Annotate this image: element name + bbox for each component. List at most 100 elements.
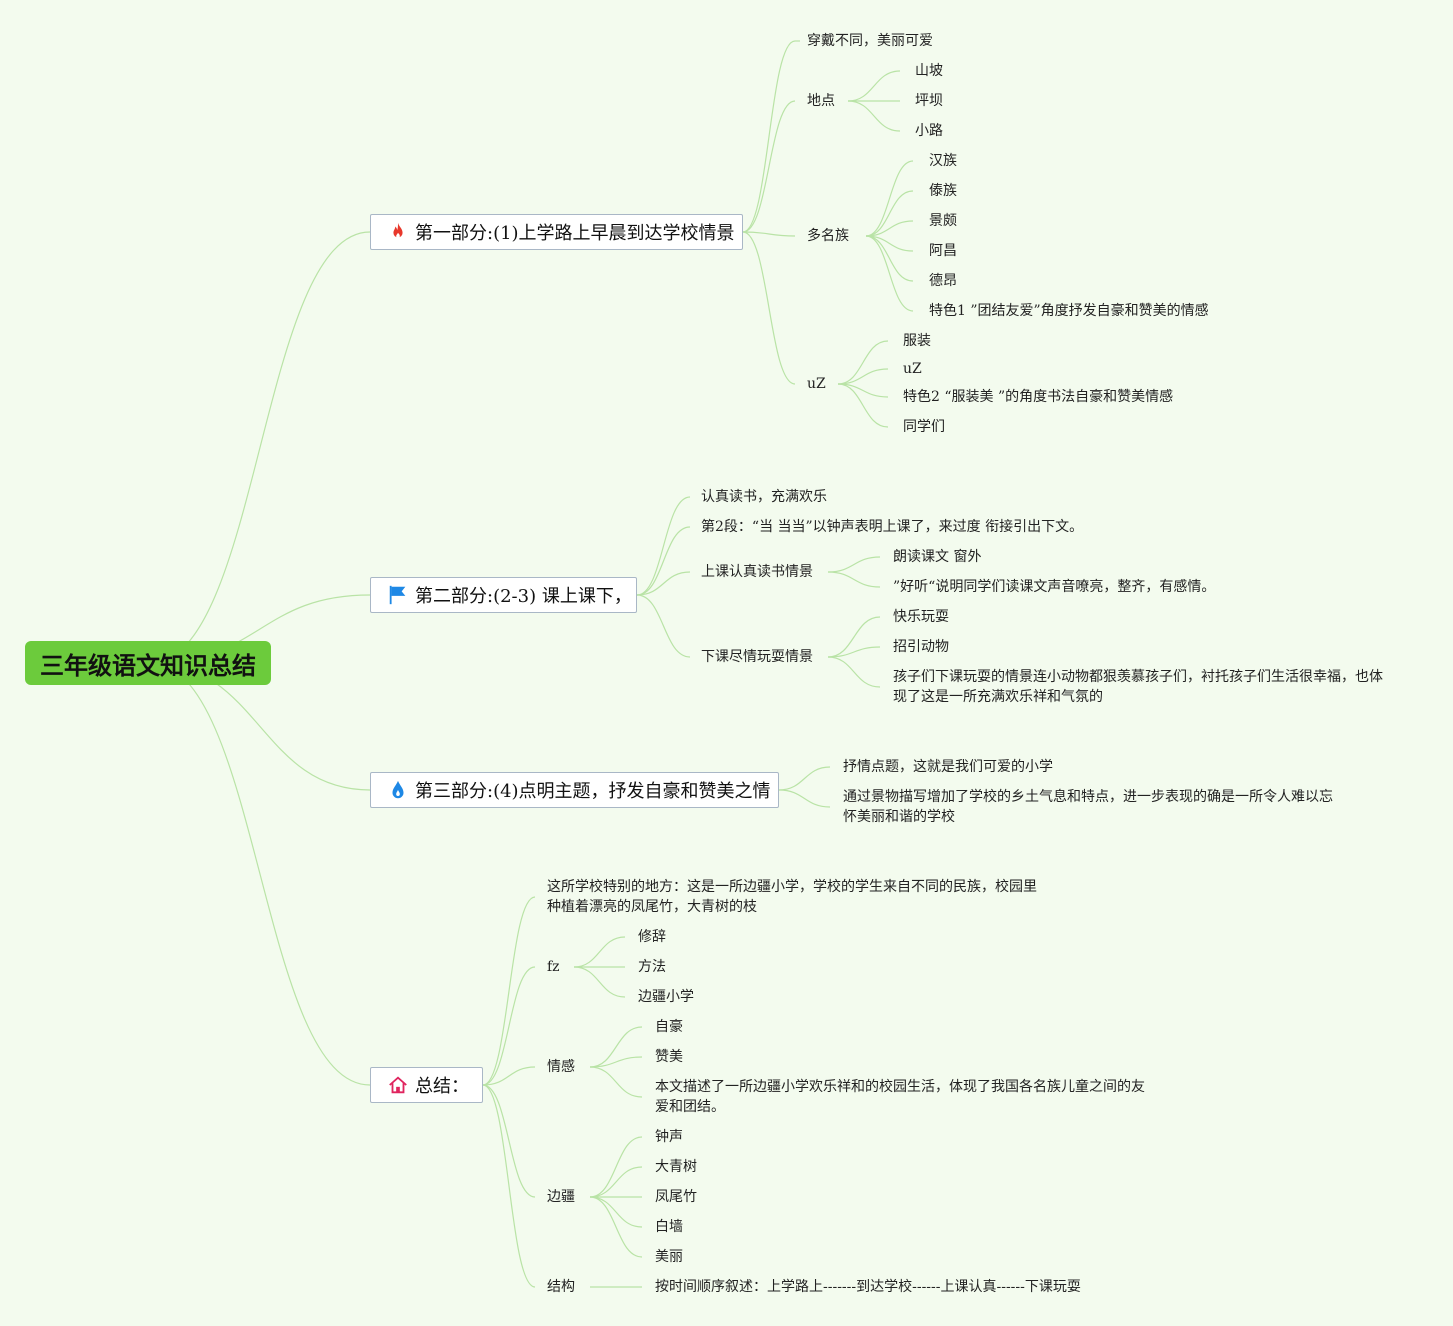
connector-line — [742, 231, 796, 237]
leaf-node[interactable]: uZ — [903, 361, 922, 377]
topic-node[interactable]: 这所学校特别的地方：这是一所边疆小学，学校的学生来自不同的民族，校园里种植着漂亮… — [547, 879, 1037, 915]
leaf-node[interactable]: 傣族 — [929, 183, 957, 199]
root-topic[interactable]: 三年级语文知识总结 — [25, 641, 271, 685]
connector-line — [573, 966, 626, 998]
topic-node[interactable]: 上课认真读书情景 — [701, 564, 813, 580]
connector-line — [482, 1084, 536, 1198]
connector-line — [865, 235, 914, 282]
connector-line — [589, 1166, 643, 1198]
leaf-node[interactable]: 同学们 — [903, 419, 945, 435]
connector-line — [636, 571, 691, 596]
topic-node[interactable]: 地点 — [807, 93, 835, 109]
leaf-node[interactable]: 钟声 — [655, 1129, 683, 1145]
connector-line — [482, 1066, 536, 1086]
leaf-node[interactable]: 美丽 — [655, 1249, 683, 1265]
flag-icon — [387, 584, 409, 606]
water-drop-icon — [387, 779, 409, 801]
connector-line — [837, 383, 889, 428]
leaf-node[interactable]: 大青树 — [655, 1159, 697, 1175]
connector-line — [847, 100, 901, 132]
topic-node[interactable]: 第2段：“当 当当”以钟声表明上课了，来过度 衔接引出下文。 — [701, 519, 1084, 535]
topic-node[interactable]: 多名族 — [807, 228, 849, 244]
connector-line — [837, 340, 889, 385]
connector-line — [636, 594, 691, 658]
branch-part-two[interactable]: 第二部分:(2-3) 课上课下， — [370, 577, 637, 613]
topic-node[interactable]: 结构 — [547, 1279, 575, 1295]
connector-line — [636, 526, 691, 596]
leaf-node[interactable]: 修辞 — [638, 929, 666, 945]
topic-node[interactable]: uZ — [807, 376, 826, 392]
branch-label: 第一部分:(1)上学路上早晨到达学校情景 — [415, 223, 735, 244]
leaf-node[interactable]: 景颇 — [929, 213, 957, 229]
connector-line — [636, 496, 691, 596]
connector-line — [778, 766, 831, 791]
leaf-node[interactable]: 特色1 ”团结友爱”角度抒发自豪和赞美的情感 — [929, 303, 1209, 319]
connector-line — [837, 368, 889, 385]
connector-line — [482, 896, 536, 1086]
leaf-node[interactable]: 特色2 “服装美 ”的角度书法自豪和赞美情感 — [903, 389, 1174, 405]
leaf-node[interactable]: 按时间顺序叙述：上学路上-------到达学校------上课认真------下… — [655, 1279, 1081, 1295]
leaf-node[interactable]: 山坡 — [915, 63, 943, 79]
connector-line — [827, 571, 881, 588]
leaf-node[interactable]: 坪坝 — [915, 93, 943, 109]
topic-node[interactable]: 情感 — [547, 1059, 575, 1075]
topic-node[interactable]: 认真读书，充满欢乐 — [701, 489, 827, 505]
branch-label: 总结： — [415, 1076, 469, 1097]
leaf-node[interactable]: 孩子们下课玩耍的情景连小动物都狠羡慕孩子们，衬托孩子们生活很幸福，也体现了这是一… — [893, 669, 1383, 705]
connector-line — [865, 160, 914, 237]
home-icon — [387, 1074, 409, 1096]
leaf-node[interactable]: 招引动物 — [893, 639, 949, 655]
connector-line — [827, 616, 881, 658]
leaf-node[interactable]: 服装 — [903, 333, 931, 349]
branch-summary[interactable]: 总结： — [370, 1067, 483, 1103]
connector-line — [482, 966, 536, 1086]
leaf-node[interactable]: ”好听“说明同学们读课文声音嘹亮，整齐，有感情。 — [893, 579, 1216, 595]
connector-line — [865, 235, 914, 312]
connector-line — [149, 662, 371, 1086]
connector-line — [589, 1196, 643, 1258]
leaf-node[interactable]: 汉族 — [929, 153, 957, 169]
connector-line — [742, 40, 796, 233]
leaf-node[interactable]: 德昂 — [929, 273, 957, 289]
connector-line — [742, 100, 796, 233]
topic-node[interactable]: 边疆 — [547, 1189, 575, 1205]
topic-node[interactable]: 抒情点题，这就是我们可爱的小学 — [843, 759, 1053, 775]
branch-label: 第三部分:(4)点明主题，抒发自豪和赞美之情 — [415, 781, 771, 802]
connector-line — [865, 220, 914, 237]
topic-node[interactable]: 通过景物描写增加了学校的乡土气息和特点，进一步表现的确是一所令人难以忘怀美丽和谐… — [843, 789, 1333, 825]
leaf-node[interactable]: 阿昌 — [929, 243, 957, 259]
leaf-node[interactable]: 自豪 — [655, 1019, 683, 1035]
leaf-node[interactable]: 凤尾竹 — [655, 1189, 697, 1205]
connector-line — [589, 1066, 643, 1098]
leaf-node[interactable]: 方法 — [638, 959, 666, 975]
leaf-node[interactable]: 快乐玩耍 — [893, 609, 949, 625]
connector-line — [482, 1084, 536, 1288]
connector-line — [589, 1136, 643, 1198]
fire-icon — [387, 221, 409, 243]
connector-line — [827, 656, 881, 688]
connector-line — [589, 1196, 643, 1228]
branch-part-one[interactable]: 第一部分:(1)上学路上早晨到达学校情景 — [370, 214, 743, 250]
topic-node[interactable]: fz — [547, 959, 560, 975]
connector-line — [827, 556, 881, 573]
branch-part-three[interactable]: 第三部分:(4)点明主题，抒发自豪和赞美之情 — [370, 772, 779, 808]
connector-line — [742, 231, 796, 385]
leaf-node[interactable]: 赞美 — [655, 1049, 683, 1065]
connector-line — [589, 1056, 643, 1068]
topic-node[interactable]: 下课尽情玩耍情景 — [701, 649, 813, 665]
leaf-node[interactable]: 白墙 — [655, 1219, 683, 1235]
leaf-node[interactable]: 朗读课文 窗外 — [893, 549, 982, 565]
connector-line — [149, 231, 371, 664]
connector-line — [573, 936, 626, 968]
topic-node[interactable]: 穿戴不同，美丽可爱 — [807, 33, 933, 49]
connector-line — [589, 1026, 643, 1068]
connector-line — [865, 190, 914, 237]
branch-label: 第二部分:(2-3) 课上课下， — [415, 586, 632, 607]
leaf-node[interactable]: 本文描述了一所边疆小学欢乐祥和的校园生活，体现了我国各名族儿童之间的友爱和团结。 — [655, 1079, 1145, 1115]
connector-line — [778, 789, 831, 808]
leaf-node[interactable]: 小路 — [915, 123, 943, 139]
leaf-node[interactable]: 边疆小学 — [638, 989, 694, 1005]
connector-line — [827, 646, 881, 658]
connector-line — [847, 70, 901, 102]
